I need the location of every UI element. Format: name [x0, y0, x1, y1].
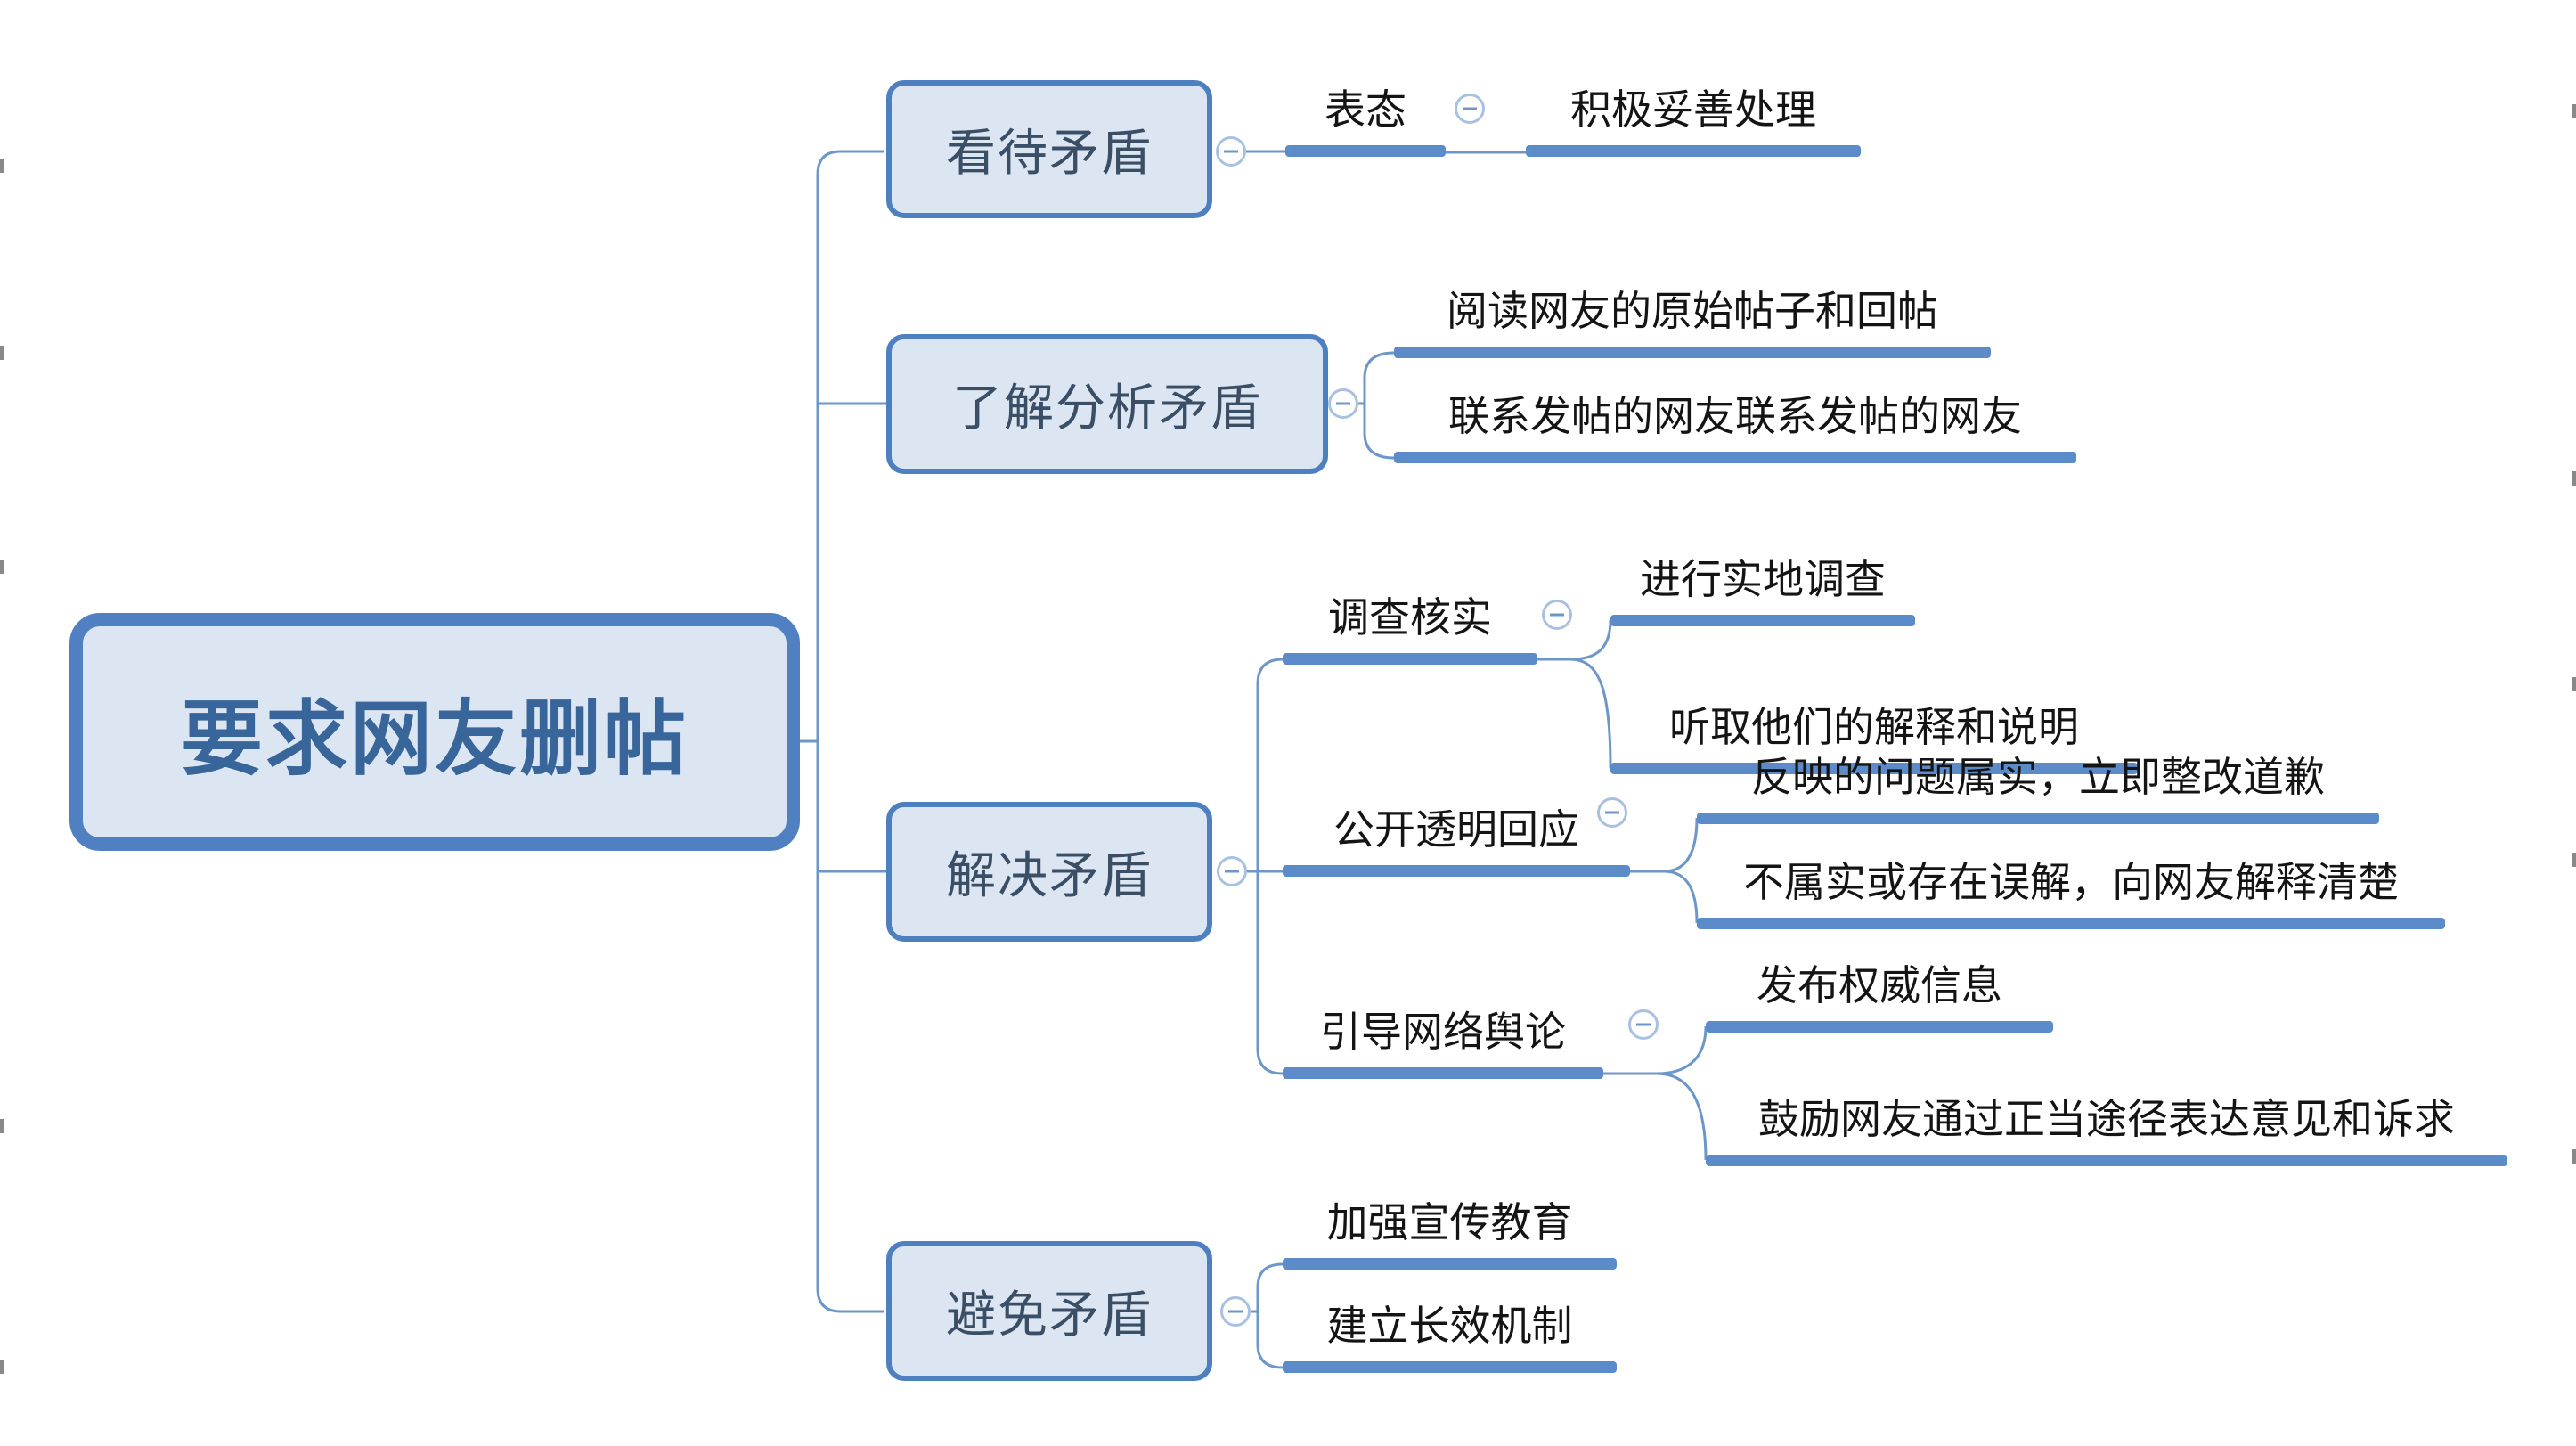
subtopic-label: 发布权威信息 — [1757, 962, 2002, 1009]
subtopic-label: 建立长效机制 — [1326, 1303, 1573, 1349]
subtopic-bushushi-jieshi[interactable]: 不属实或存在误解，向网友解释清楚 — [1697, 859, 2445, 929]
subtopic-label: 联系发帖的网友联系发帖的网友 — [1448, 393, 2022, 439]
subtopic-underline — [1283, 1258, 1617, 1270]
root-topic-label: 要求网友删帖 — [180, 694, 689, 785]
subtopic-label: 引导网络舆论 — [1320, 1009, 1566, 1055]
branch-topic-label: 解决矛盾 — [946, 847, 1153, 903]
subtopic-label: 阅读网友的原始帖子和回帖 — [1447, 288, 1938, 334]
subtopic-label: 积极妥善处理 — [1570, 86, 1816, 133]
branch-topic-label: 了解分析矛盾 — [952, 380, 1262, 436]
edge-artifact — [2572, 1149, 2576, 1164]
subtopic-diaocha-heshi[interactable]: 调查核实 — [1283, 594, 1537, 665]
subtopic-underline — [1697, 813, 2379, 824]
subtopic-underline — [1610, 763, 2138, 774]
subtopic-label: 表态 — [1325, 86, 1406, 133]
subtopic-yuedu-tiezi[interactable]: 阅读网友的原始帖子和回帖 — [1394, 288, 1991, 358]
subtopic-gongkai-touming-huiying[interactable]: 公开透明回应 — [1283, 806, 1630, 877]
subtopic-label: 公开透明回应 — [1333, 806, 1579, 853]
edge-artifact — [2572, 677, 2576, 691]
subtopic-changxiao-jizhi[interactable]: 建立长效机制 — [1283, 1303, 1617, 1373]
branch-topic-jiejue-maodun[interactable]: 解决矛盾 — [886, 802, 1212, 942]
edge-artifact — [0, 560, 4, 574]
subtopic-jiaqiang-xuanchuan[interactable]: 加强宣传教育 — [1283, 1199, 1617, 1270]
subtopic-underline — [1283, 865, 1630, 877]
subtopic-label: 不属实或存在误解，向网友解释清楚 — [1743, 859, 2399, 905]
subtopic-underline — [1283, 1067, 1603, 1079]
subtopic-label: 听取他们的解释和说明 — [1669, 704, 2079, 750]
branch-topic-label: 避免矛盾 — [946, 1287, 1153, 1343]
collapse-icon-liaojie[interactable] — [1328, 388, 1358, 419]
subtopic-fabu-quanwei-xinxi[interactable]: 发布权威信息 — [1706, 962, 2053, 1033]
edge-artifact — [2572, 471, 2576, 486]
subtopic-underline — [1283, 653, 1537, 665]
branch-topic-label: 看待矛盾 — [946, 125, 1153, 181]
subtopic-shidi-diaocha[interactable]: 进行实地调查 — [1610, 556, 1915, 626]
subtopic-underline — [1285, 145, 1446, 157]
collapse-icon-kandai[interactable] — [1216, 136, 1246, 167]
subtopic-underline — [1697, 918, 2445, 929]
subtopic-underline — [1526, 145, 1861, 157]
collapse-icon-diaocha[interactable] — [1542, 600, 1572, 630]
subtopic-biaotai[interactable]: 表态 — [1285, 86, 1446, 157]
subtopic-wenti-shushi-zhenggai[interactable]: 反映的问题属实，立即整改道歉 — [1697, 754, 2379, 824]
subtopic-tingqu-jieshi[interactable]: 听取他们的解释和说明 — [1610, 704, 2138, 774]
edge-artifact — [2572, 104, 2576, 118]
subtopic-underline — [1706, 1155, 2507, 1166]
subtopic-label: 进行实地调查 — [1640, 556, 1886, 602]
subtopic-label: 反映的问题属实，立即整改道歉 — [1751, 754, 2325, 800]
subtopic-yindao-yulun[interactable]: 引导网络舆论 — [1283, 1009, 1603, 1079]
root-topic[interactable]: 要求网友删帖 — [69, 613, 800, 851]
edge-artifact — [0, 1360, 4, 1374]
collapse-icon-biaotai[interactable] — [1455, 94, 1485, 124]
branch-topic-bimian-maodun[interactable]: 避免矛盾 — [886, 1241, 1212, 1381]
subtopic-underline — [1706, 1021, 2053, 1033]
edge-artifact — [0, 1119, 4, 1133]
subtopic-underline — [1610, 615, 1915, 626]
subtopic-underline — [1394, 452, 2076, 463]
subtopic-underline — [1283, 1361, 1617, 1373]
subtopic-label: 加强宣传教育 — [1326, 1199, 1573, 1246]
branch-topic-kandai-maodun[interactable]: 看待矛盾 — [886, 80, 1212, 218]
subtopic-label: 调查核实 — [1328, 594, 1492, 641]
edge-artifact — [0, 346, 4, 360]
collapse-icon-bimian[interactable] — [1220, 1296, 1251, 1327]
branch-topic-liaojie-fenxi-maodun[interactable]: 了解分析矛盾 — [886, 334, 1328, 474]
collapse-icon-jiejue[interactable] — [1217, 856, 1247, 886]
subtopic-jiji-tuoshan-chuli[interactable]: 积极妥善处理 — [1526, 86, 1861, 157]
edge-artifact — [2572, 853, 2576, 867]
collapse-icon-gongkai[interactable] — [1597, 797, 1627, 828]
subtopic-guli-zhengdang-tujing[interactable]: 鼓励网友通过正当途径表达意见和诉求 — [1706, 1096, 2507, 1166]
edge-artifact — [0, 159, 4, 173]
subtopic-label: 鼓励网友通过正当途径表达意见和诉求 — [1758, 1096, 2455, 1142]
collapse-icon-yindao[interactable] — [1628, 1009, 1659, 1040]
subtopic-lianxi-wangyou[interactable]: 联系发帖的网友联系发帖的网友 — [1394, 393, 2076, 463]
subtopic-underline — [1394, 347, 1991, 358]
